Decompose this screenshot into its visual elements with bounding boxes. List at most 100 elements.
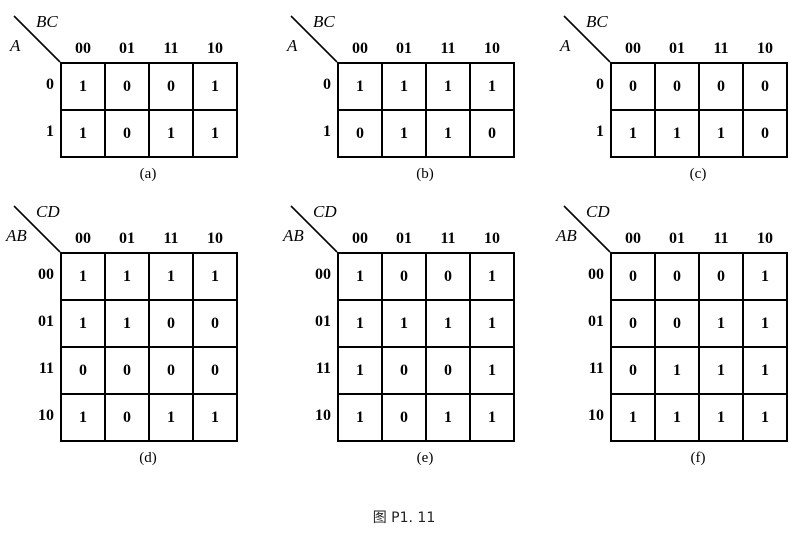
grid-cell: 1: [337, 393, 383, 442]
row-label: 0: [46, 76, 54, 93]
column-label: 01: [119, 40, 135, 57]
grid-cell: 1: [381, 109, 427, 158]
grid-cell: 1: [425, 62, 471, 111]
column-label: 11: [440, 40, 456, 57]
grid-cell: 1: [192, 252, 238, 301]
grid-cell: 1: [742, 299, 788, 348]
grid-cell: 1: [60, 252, 106, 301]
grid-cell: 1: [742, 346, 788, 395]
corner-diagonal-line: [13, 15, 61, 63]
grid-cell: 1: [742, 252, 788, 301]
corner-diagonal-line: [290, 15, 338, 63]
grid-cell: 1: [425, 393, 471, 442]
grid-cell: 0: [60, 346, 106, 395]
grid-cell: 1: [698, 393, 744, 442]
column-label: 10: [207, 230, 223, 247]
grid-cell: 0: [381, 393, 427, 442]
grid-cell: 0: [654, 62, 700, 111]
row-variable-label: A: [10, 36, 21, 55]
grid-cell: 1: [698, 346, 744, 395]
column-variable-label: CD: [36, 202, 60, 221]
column-label: 11: [163, 230, 179, 247]
grid-cell: 1: [654, 346, 700, 395]
map-caption: (b): [416, 166, 434, 182]
column-label: 01: [396, 230, 412, 247]
grid-cell: 0: [610, 252, 656, 301]
column-variable-label: CD: [313, 202, 337, 221]
grid-cell: 1: [104, 299, 150, 348]
row-variable-label: AB: [556, 226, 577, 245]
row-label: 00: [38, 266, 54, 283]
grid-cell: 0: [148, 62, 194, 111]
grid-cell: 1: [60, 299, 106, 348]
row-label: 01: [315, 313, 331, 330]
column-label: 00: [625, 40, 641, 57]
grid-cell: 0: [381, 252, 427, 301]
grid-cell: 1: [337, 299, 383, 348]
grid-cell: 1: [698, 299, 744, 348]
map-caption: (e): [416, 450, 434, 466]
grid-cell: 0: [192, 346, 238, 395]
column-label: 10: [484, 40, 500, 57]
grid-cell: 0: [337, 109, 383, 158]
grid-cell: 0: [148, 346, 194, 395]
column-label: 11: [440, 230, 456, 247]
grid-cell: 1: [381, 299, 427, 348]
grid-cell: 1: [425, 109, 471, 158]
row-label: 00: [588, 266, 604, 283]
corner-diagonal-line: [563, 205, 611, 253]
grid-cell: 1: [192, 62, 238, 111]
column-label: 10: [757, 40, 773, 57]
row-label: 11: [38, 360, 54, 377]
grid-cell: 0: [104, 393, 150, 442]
grid-cell: 0: [104, 346, 150, 395]
grid-cell: 0: [469, 109, 515, 158]
column-label: 01: [669, 230, 685, 247]
grid-cell: 1: [469, 252, 515, 301]
row-label: 1: [596, 123, 604, 140]
grid-cell: 0: [742, 109, 788, 158]
grid-cell: 1: [192, 109, 238, 158]
grid-cell: 1: [469, 62, 515, 111]
column-variable-label: BC: [36, 12, 58, 31]
grid-cell: 1: [469, 346, 515, 395]
grid-cell: 1: [698, 109, 744, 158]
grid-cell: 0: [610, 346, 656, 395]
grid-cell: 1: [337, 346, 383, 395]
column-label: 11: [163, 40, 179, 57]
corner-diagonal-line: [563, 15, 611, 63]
grid-cell: 0: [654, 252, 700, 301]
grid-cell: 0: [698, 62, 744, 111]
column-label: 01: [119, 230, 135, 247]
row-label: 01: [588, 313, 604, 330]
grid-cell: 1: [104, 252, 150, 301]
corner-diagonal-line: [290, 205, 338, 253]
column-variable-label: BC: [586, 12, 608, 31]
grid-cell: 1: [742, 393, 788, 442]
column-label: 11: [713, 40, 729, 57]
row-label: 0: [323, 76, 331, 93]
grid-cell: 1: [60, 393, 106, 442]
grid-cell: 1: [610, 393, 656, 442]
grid-cell: 1: [469, 393, 515, 442]
column-label: 10: [207, 40, 223, 57]
map-caption: (d): [139, 450, 157, 466]
grid-cell: 0: [104, 62, 150, 111]
grid-cell: 0: [381, 346, 427, 395]
